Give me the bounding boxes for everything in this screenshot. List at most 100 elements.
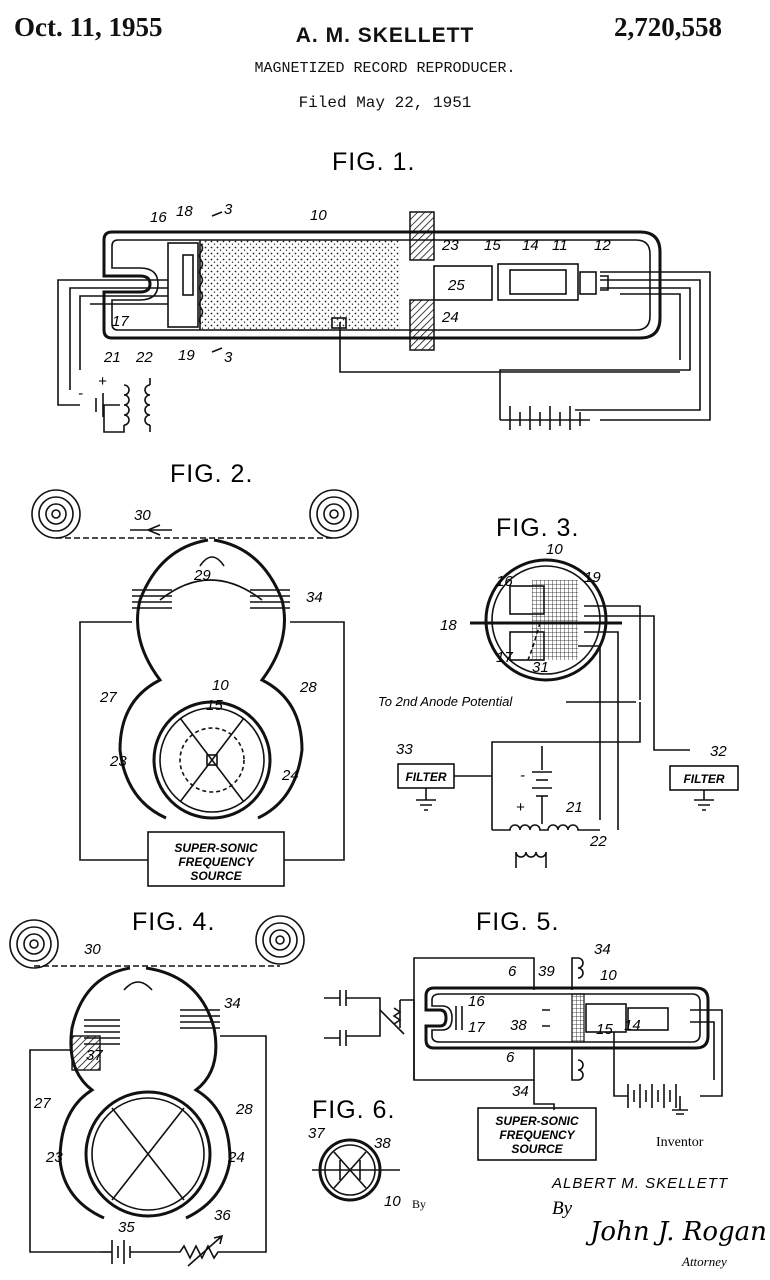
- fig1-label-25: 25: [447, 277, 465, 294]
- figure-4: FIG. 4. 30 34 37 27 28 23 24: [9, 908, 305, 1267]
- attorney-label: Attorney: [681, 1254, 727, 1269]
- fig4-label-36: 36: [214, 1207, 231, 1224]
- fig1-battery-plus: +: [98, 373, 107, 390]
- fig3-battery-plus: +: [516, 799, 525, 816]
- by-large-text: By: [552, 1198, 573, 1219]
- fig5-source-line1: SUPER-SONIC: [495, 1114, 579, 1128]
- fig3-label-32: 32: [710, 743, 727, 760]
- fig2-label-10: 10: [212, 677, 229, 694]
- figure-3: FIG. 3. To 2nd Anode Potential FILTER FI…: [378, 514, 739, 868]
- patent-number: 2,720,558: [614, 12, 722, 42]
- fig6-label-38: 38: [374, 1135, 391, 1152]
- fig4-label-23: 23: [45, 1149, 63, 1166]
- fig4-reel-left: [9, 919, 59, 969]
- fig2-source-line2: FREQUENCY: [178, 855, 254, 869]
- fig3-label-18: 18: [440, 617, 457, 634]
- fig4-label-30: 30: [84, 941, 101, 958]
- fig4-label-34: 34: [224, 995, 241, 1012]
- fig3-battery-minus: -: [520, 767, 525, 784]
- fig3-label-10: 10: [546, 541, 563, 558]
- fig4-label-24: 24: [227, 1149, 245, 1166]
- fig3-label-16: 16: [496, 573, 513, 590]
- fig1-label-3b: 3: [224, 349, 233, 366]
- fig2-reel-left: [31, 489, 81, 539]
- fig1-label-17: 17: [112, 313, 129, 330]
- fig2-title: FIG. 2.: [170, 460, 253, 488]
- fig1-label-14: 14: [522, 237, 539, 254]
- fig1-label-19: 19: [178, 347, 195, 364]
- fig3-label-21: 21: [565, 799, 583, 816]
- fig4-label-35: 35: [118, 1219, 135, 1236]
- figure-6: FIG. 6. 37 38 10 By: [308, 1096, 426, 1211]
- fig2-source-line3: SOURCE: [190, 869, 242, 883]
- fig2-label-30: 30: [134, 507, 151, 524]
- fig2-label-24: 24: [281, 767, 299, 784]
- fig1-label-21: 21: [103, 349, 121, 366]
- fig1-label-15: 15: [484, 237, 501, 254]
- fig3-filter-right: FILTER: [683, 772, 724, 786]
- fig2-label-34: 34: [306, 589, 323, 606]
- fig5-label-16: 16: [468, 993, 485, 1010]
- fig1-label-24: 24: [441, 309, 459, 326]
- fig5-label-39: 39: [538, 963, 555, 980]
- fig5-label-6b: 6: [506, 1049, 515, 1066]
- fig1-label-23: 23: [441, 237, 459, 254]
- fig1-label-12: 12: [594, 237, 611, 254]
- figure-2: FIG. 2. SUPER-SONIC FREQUENCY SOURCE: [31, 460, 359, 887]
- patent-title: MAGNETIZED RECORD REPRODUCER.: [254, 60, 516, 77]
- fig5-label-17: 17: [468, 1019, 485, 1036]
- by-small-text: By: [412, 1197, 426, 1211]
- fig5-label-15: 15: [596, 1021, 613, 1038]
- fig1-title: FIG. 1.: [332, 148, 415, 176]
- fig6-label-10: 10: [384, 1193, 401, 1210]
- filed-date: Filed May 22, 1951: [298, 94, 472, 112]
- fig5-title: FIG. 5.: [476, 908, 559, 936]
- attorney-signature: John J. Rogan: [585, 1217, 767, 1247]
- patent-date: Oct. 11, 1955: [14, 12, 163, 42]
- fig1-battery-minus: -: [78, 385, 83, 402]
- fig1-label-10: 10: [310, 207, 327, 224]
- fig1-label-18: 18: [176, 203, 193, 220]
- fig5-label-38: 38: [510, 1017, 527, 1034]
- figure-1: FIG. 1.: [57, 148, 711, 433]
- fig3-label-22: 22: [589, 833, 607, 850]
- inventor-header: A. M. SKELLETT: [295, 24, 475, 47]
- fig5-label-34b: 34: [512, 1083, 529, 1100]
- fig5-label-14: 14: [624, 1017, 641, 1034]
- figure-5: FIG. 5. SUPER-SONIC FREQUENCY SOURCE 34 …: [324, 908, 723, 1161]
- fig1-label-3a: 3: [224, 201, 233, 218]
- signature-block: Inventor ALBERT M. SKELLETT By John J. R…: [551, 1135, 767, 1269]
- fig5-label-34a: 34: [594, 941, 611, 958]
- fig5-label-10: 10: [600, 967, 617, 984]
- fig3-label-17: 17: [496, 649, 513, 666]
- fig2-label-23: 23: [109, 753, 127, 770]
- fig3-label-31: 31: [532, 659, 549, 676]
- fig2-label-29: 29: [193, 567, 211, 584]
- inventor-name: ALBERT M. SKELLETT: [551, 1175, 729, 1192]
- fig5-label-6a: 6: [508, 963, 517, 980]
- fig2-source-line1: SUPER-SONIC: [174, 841, 258, 855]
- fig4-reel-right: [255, 915, 305, 965]
- fig3-title: FIG. 3.: [496, 514, 579, 542]
- fig4-label-27: 27: [33, 1095, 51, 1112]
- fig6-title: FIG. 6.: [312, 1096, 395, 1124]
- fig4-title: FIG. 4.: [132, 908, 215, 936]
- fig3-label-33: 33: [396, 741, 413, 758]
- fig1-label-22: 22: [135, 349, 153, 366]
- fig2-reel-right: [309, 489, 359, 539]
- fig2-label-27: 27: [99, 689, 117, 706]
- fig4-label-28: 28: [235, 1101, 253, 1118]
- fig1-label-11: 11: [552, 237, 568, 254]
- fig1-battery-bank: [500, 406, 590, 430]
- fig3-label-19: 19: [584, 569, 601, 586]
- fig3-filter-left: FILTER: [405, 770, 446, 784]
- fig1-label-16: 16: [150, 209, 167, 226]
- fig5-source-line2: FREQUENCY: [499, 1128, 575, 1142]
- fig2-label-15: 15: [206, 697, 223, 714]
- fig3-anode-text: To 2nd Anode Potential: [378, 694, 513, 709]
- inventor-heading: Inventor: [656, 1135, 704, 1150]
- fig5-source-line3: SOURCE: [511, 1142, 563, 1156]
- fig4-label-37: 37: [86, 1047, 103, 1064]
- fig2-label-28: 28: [299, 679, 317, 696]
